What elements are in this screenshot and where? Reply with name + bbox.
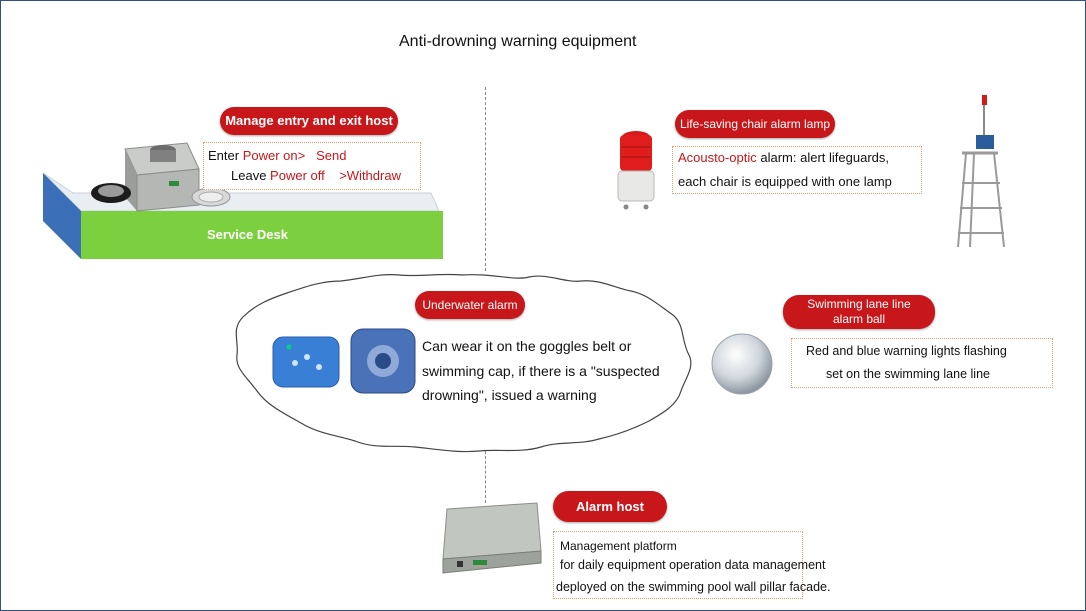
alarm-host-port	[457, 561, 463, 567]
enter-word: Enter	[208, 148, 240, 163]
card-reader-silver-face	[198, 191, 224, 203]
acousto-optic-text: Acousto-optic	[678, 150, 757, 165]
leave-result: >Withdraw	[339, 168, 401, 183]
device-port	[375, 353, 391, 369]
lane-ball-line2: set on the swimming lane line	[826, 367, 990, 381]
diagram-title: Anti-drowning warning equipment	[399, 33, 637, 50]
alarm-host-line1: Management platform	[560, 539, 677, 553]
entry-exit-info-box	[203, 142, 421, 190]
alarm-lamp-illustration	[617, 131, 655, 210]
chair-lamp-line1-rest: alarm: alert lifeguards,	[756, 150, 889, 165]
alarm-host-badge: Alarm host	[553, 491, 667, 522]
lamp-base	[617, 170, 655, 202]
chair-lamp-icon	[982, 95, 987, 105]
leave-action: Power off	[270, 168, 325, 183]
lifeguard-chair-illustration	[957, 95, 1005, 248]
wearable-alarm-front	[272, 336, 340, 388]
chair-lamp-info-box	[672, 146, 922, 194]
service-desk-illustration	[42, 142, 443, 259]
lamp-dome	[620, 135, 652, 171]
chair-lamp-line2: each chair is equipped with one lamp	[678, 174, 892, 189]
entry-exit-host-badge: Manage entry and exit host	[220, 107, 398, 135]
chair-lamp-line1: Acousto-optic alarm: alert lifeguards,	[678, 150, 889, 165]
device-dot	[304, 354, 310, 360]
alarm-host-top	[442, 502, 542, 560]
chair-leg	[993, 152, 1005, 248]
divider-top	[485, 87, 486, 271]
underwater-alarm-devices	[272, 328, 416, 394]
lane-ball-info-box	[791, 338, 1053, 388]
chair-leg	[957, 152, 967, 248]
alarm-ball	[711, 333, 773, 395]
lane-ball-badge: Swimming lane line alarm ball	[783, 295, 935, 329]
service-desk-label: Service Desk	[207, 227, 288, 242]
enter-action: Power on	[242, 148, 298, 163]
chair-lamp-badge: Life-saving chair alarm lamp	[675, 110, 835, 138]
divider-bottom	[485, 451, 486, 503]
lane-ball-badge-line1: Swimming lane line	[807, 297, 911, 311]
leave-line: Leave Power off >Withdraw	[231, 168, 401, 183]
alarm-host-illustration	[442, 502, 542, 574]
alarm-host-line2: for daily equipment operation data manag…	[560, 558, 826, 572]
alarm-host-line3: deployed on the swimming pool wall pilla…	[556, 580, 831, 594]
alarm-host-info-box	[553, 531, 803, 599]
enter-arrow: >	[297, 148, 306, 163]
lamp-foot	[643, 204, 649, 210]
cloud-outline	[235, 273, 692, 453]
lane-ball-line1: Red and blue warning lights flashing	[806, 344, 1007, 358]
desk-front	[81, 211, 443, 259]
host-led	[169, 181, 179, 186]
enter-result: Send	[316, 148, 347, 163]
device-led	[286, 344, 292, 350]
underwater-line3: drowning", issued a warning	[422, 387, 597, 403]
underwater-alarm-cloud	[235, 273, 692, 453]
lane-ball-badge-line2: alarm ball	[832, 312, 886, 326]
lamp-foot	[623, 204, 629, 210]
device-dot	[316, 364, 322, 370]
enter-line: Enter Power on> Send	[208, 148, 346, 163]
chair-leg	[969, 152, 975, 248]
card-reader-black-face	[98, 185, 124, 197]
desk-side	[43, 173, 81, 259]
underwater-line2: swimming cap, if there is a "suspected	[422, 363, 660, 379]
host-reader-body	[150, 150, 176, 162]
chair-seat-back	[976, 135, 994, 149]
leave-word: Leave	[231, 168, 267, 183]
entry-host-device-front	[136, 168, 200, 212]
device-dot	[292, 360, 298, 366]
alarm-host-terminal	[473, 560, 487, 565]
underwater-line1: Can wear it on the goggles belt or	[422, 338, 632, 354]
alarm-host-front	[442, 550, 542, 574]
lane-ball-illustration	[711, 333, 773, 395]
underwater-alarm-badge: Underwater alarm	[415, 291, 525, 319]
